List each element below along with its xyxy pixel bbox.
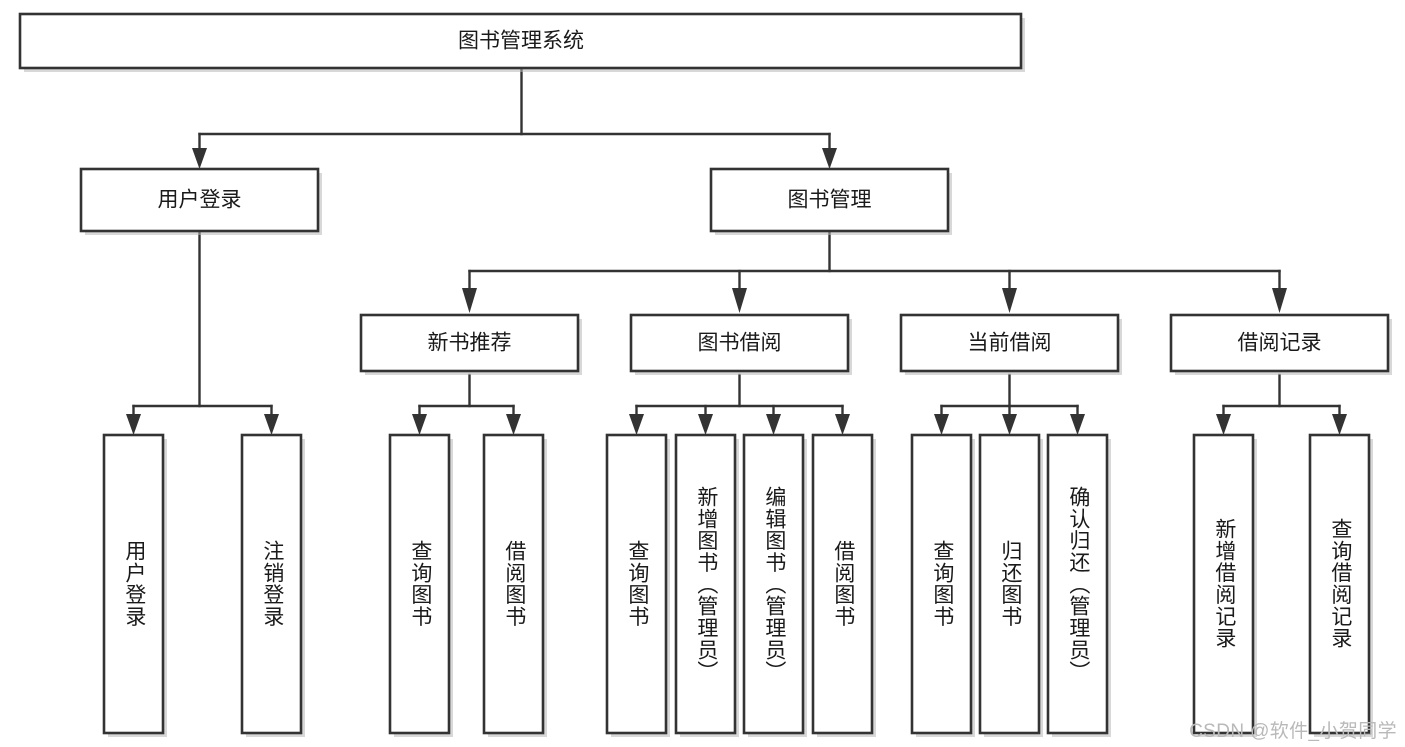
arrow-head-leaf-confirm-return — [1070, 414, 1085, 435]
node-book-borrow-rect — [629, 313, 850, 373]
arrow-head-leaf-query-book-2 — [629, 414, 644, 435]
node-book-manage-label: 图书管理 — [788, 189, 872, 212]
node-leaf-add-book[interactable] — [674, 433, 739, 737]
node-borrow-record-label: 借阅记录 — [1238, 332, 1322, 355]
csdn-watermark: CSDN @软件_小贺同学 — [1189, 721, 1397, 742]
node-new-book-rec-label: 新书推荐 — [428, 332, 512, 355]
node-leaf-confirm-return[interactable] — [1046, 433, 1111, 737]
node-user-login[interactable]: 用户登录 — [79, 167, 322, 235]
arrow-head-leaf-query-book-1 — [412, 414, 427, 435]
arrow-head-book-manage — [822, 148, 837, 169]
arrow-head-book-borrow — [732, 288, 747, 313]
node-leaf-query-book-1[interactable] — [388, 433, 453, 737]
node-leaf-user-login[interactable] — [102, 433, 167, 737]
arrow-head-leaf-logout — [264, 414, 279, 435]
node-current-borrow[interactable]: 当前借阅 — [899, 313, 1122, 375]
node-leaf-query-book-3[interactable] — [910, 433, 975, 737]
arrow-head-leaf-borrow-book-1 — [506, 414, 521, 435]
node-root[interactable]: 图书管理系统 — [18, 12, 1025, 72]
node-root-rect — [18, 12, 1023, 70]
node-new-book-rec[interactable]: 新书推荐 — [359, 313, 582, 375]
node-leaf-borrow-book-1[interactable] — [482, 433, 547, 737]
node-borrow-record-rect — [1169, 313, 1390, 373]
node-book-manage[interactable]: 图书管理 — [709, 167, 952, 235]
node-user-login-label: 用户登录 — [158, 189, 242, 212]
node-leaf-borrow-book-2[interactable] — [811, 433, 876, 737]
edge-group — [126, 66, 1347, 435]
arrow-head-user-login — [192, 148, 207, 169]
arrow-head-leaf-query-record — [1332, 414, 1347, 435]
node-leaf-query-book-2[interactable] — [605, 433, 670, 737]
arrow-head-leaf-add-record — [1216, 414, 1231, 435]
node-leaf-query-record[interactable] — [1308, 433, 1373, 737]
node-user-login-rect — [79, 167, 320, 233]
node-current-borrow-label: 当前借阅 — [968, 332, 1052, 355]
arrow-head-leaf-edit-book — [766, 414, 781, 435]
node-new-book-rec-rect — [359, 313, 580, 373]
node-book-borrow[interactable]: 图书借阅 — [629, 313, 852, 375]
arrow-head-leaf-return-book — [1002, 414, 1017, 435]
node-book-borrow-label: 图书借阅 — [698, 332, 782, 355]
arrow-head-leaf-add-book — [698, 414, 713, 435]
arrow-head-leaf-query-book-3 — [934, 414, 949, 435]
arrow-head-borrow-record — [1272, 288, 1287, 313]
leaf-node-group — [102, 433, 1373, 737]
arrow-head-leaf-user-login — [126, 414, 141, 435]
node-leaf-add-record[interactable] — [1192, 433, 1257, 737]
node-borrow-record[interactable]: 借阅记录 — [1169, 313, 1392, 375]
arrow-head-leaf-borrow-book-2 — [835, 414, 850, 435]
arrow-head-current-borrow — [1002, 288, 1017, 313]
node-leaf-edit-book[interactable] — [742, 433, 807, 737]
node-leaf-return-book[interactable] — [978, 433, 1043, 737]
node-root-label: 图书管理系统 — [458, 30, 584, 53]
arrow-head-new-book-rec — [462, 288, 477, 313]
node-book-manage-rect — [709, 167, 950, 233]
node-current-borrow-rect — [899, 313, 1120, 373]
node-leaf-logout[interactable] — [240, 433, 305, 737]
